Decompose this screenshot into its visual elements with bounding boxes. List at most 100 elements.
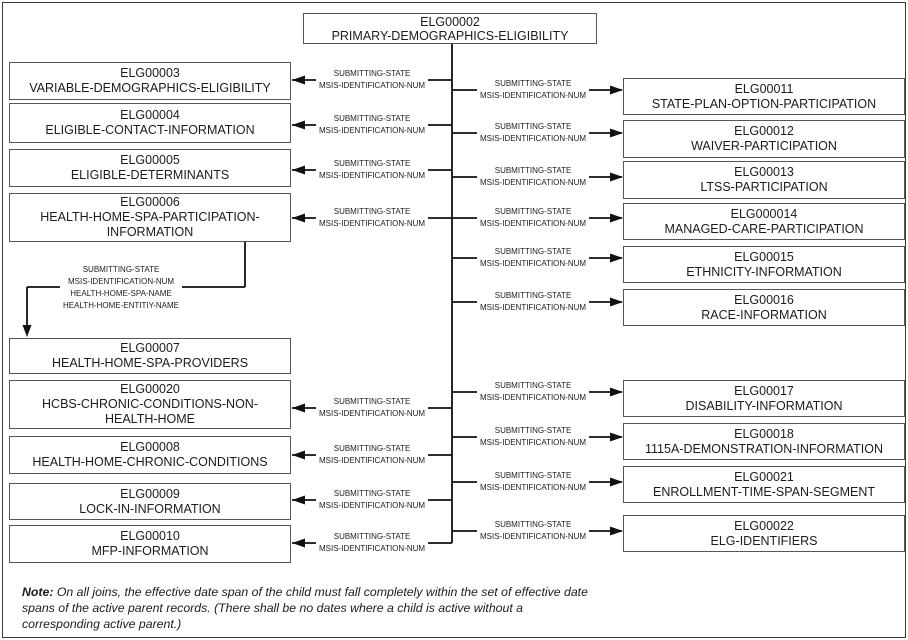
join-key: SUBMITTING-STATE (494, 426, 572, 435)
join-key: MSIS-IDENTIFICATION-NUM (319, 409, 426, 418)
arrowhead-right-icon (610, 85, 623, 95)
node-name: ELG-IDENTIFIERS (710, 533, 818, 548)
node-code: ELG00007 (120, 341, 180, 355)
join-key: MSIS-IDENTIFICATION-NUM (480, 259, 587, 268)
join-key: HEALTH-HOME-SPA-NAME (70, 289, 172, 298)
arrowhead-right-icon (610, 387, 623, 397)
node-code: ELG00005 (120, 153, 180, 167)
arrowhead-right-icon (610, 253, 623, 263)
join-key: SUBMITTING-STATE (333, 69, 411, 78)
arrowhead-right-icon (610, 213, 623, 223)
arrowhead-left-icon (292, 165, 305, 175)
join-key: HEALTH-HOME-ENTITIY-NAME (63, 301, 180, 310)
node-code: ELG00015 (734, 249, 794, 264)
join-key: SUBMITTING-STATE (494, 381, 572, 390)
node-name: ENROLLMENT-TIME-SPAN-SEGMENT (652, 484, 875, 499)
node-code: ELG00017 (734, 383, 794, 398)
arrowhead-left-icon (292, 403, 305, 413)
node-name: MANAGED-CARE-PARTICIPATION (664, 221, 864, 236)
node-code: ELG000014 (730, 206, 798, 221)
join-key: MSIS-IDENTIFICATION-NUM (480, 483, 587, 492)
join-key: MSIS-IDENTIFICATION-NUM (480, 134, 587, 143)
node-name: ELIGIBLE-DETERMINANTS (70, 168, 230, 182)
node-name: RACE-INFORMATION (701, 307, 827, 322)
arrowhead-right-icon (610, 526, 623, 536)
node-name: MFP-INFORMATION (91, 544, 209, 558)
node-code: ELG00006 (120, 195, 180, 209)
arrowhead-left-icon (292, 213, 305, 223)
join-label-elg00015: SUBMITTING-STATE MSIS-IDENTIFICATION-NUM (477, 246, 590, 270)
join-key: MSIS-IDENTIFICATION-NUM (480, 393, 587, 402)
node-name: LTSS-PARTICIPATION (700, 180, 828, 194)
node-elg00002: ELG00002 PRIMARY-DEMOGRAPHICS-ELIGIBILIT… (303, 13, 597, 44)
node-name: WAIVER-PARTICIPATION (691, 139, 837, 153)
node-name: STATE-PLAN-OPTION-PARTICIPATION (651, 96, 877, 111)
join-key: MSIS-IDENTIFICATION-NUM (480, 303, 587, 312)
join-key: SUBMITTING-STATE (333, 489, 411, 498)
node-name: 1115A-DEMONSTRATION-INFORMATION (645, 441, 883, 456)
join-key: MSIS-IDENTIFICATION-NUM (319, 456, 426, 465)
arrowhead-left-icon (292, 538, 305, 548)
node-name: VARIABLE-DEMOGRAPHICS-ELIGIBILITY (29, 81, 271, 95)
node-code: ELG00016 (734, 292, 794, 307)
arrowhead-right-icon (610, 128, 623, 138)
join-key: MSIS-IDENTIFICATION-NUM (480, 178, 587, 187)
node-name: HEALTH-HOME-SPA-PARTICIPATION-INFORMATIO… (40, 210, 260, 239)
node-name: ETHNICITY-INFORMATION (686, 264, 842, 279)
join-label-elg00005: SUBMITTING-STATE MSIS-IDENTIFICATION-NUM (316, 158, 429, 182)
join-key: SUBMITTING-STATE (333, 159, 411, 168)
join-label-elg00020: SUBMITTING-STATE MSIS-IDENTIFICATION-NUM (316, 396, 429, 420)
arrowhead-down-icon (22, 325, 32, 337)
node-code: ELG00012 (734, 124, 794, 138)
node-name: HEALTH-HOME-SPA-PROVIDERS (51, 356, 249, 370)
node-name: DISABILITY-INFORMATION (685, 398, 843, 413)
join-key: SUBMITTING-STATE (494, 247, 572, 256)
join-key: MSIS-IDENTIFICATION-NUM (319, 126, 426, 135)
join-key: SUBMITTING-STATE (333, 397, 411, 406)
join-key: SUBMITTING-STATE (494, 122, 572, 131)
join-key: SUBMITTING-STATE (333, 532, 411, 541)
node-code: ELG00013 (734, 165, 794, 179)
arrowhead-left-icon (292, 120, 305, 130)
node-code: ELG00020 (120, 382, 180, 396)
join-key: SUBMITTING-STATE (494, 166, 572, 175)
note-label: Note: (22, 585, 54, 599)
node-code: ELG00003 (120, 66, 180, 80)
join-key: MSIS-IDENTIFICATION-NUM (319, 171, 426, 180)
node-code: ELG00010 (120, 529, 180, 543)
arrowhead-right-icon (610, 477, 623, 487)
node-name: PRIMARY-DEMOGRAPHICS-ELIGIBILITY (331, 28, 569, 43)
join-label-elg00013: SUBMITTING-STATE MSIS-IDENTIFICATION-NUM (477, 165, 590, 189)
join-key: MSIS-IDENTIFICATION-NUM (480, 219, 587, 228)
join-label-elg00017: SUBMITTING-STATE MSIS-IDENTIFICATION-NUM (477, 380, 590, 404)
arrowhead-left-icon (292, 495, 305, 505)
join-label-elg00008: SUBMITTING-STATE MSIS-IDENTIFICATION-NUM (316, 443, 429, 467)
node-name: HEALTH-HOME-CHRONIC-CONDITIONS (32, 455, 268, 469)
node-name: LOCK-IN-INFORMATION (79, 501, 221, 516)
join-key: SUBMITTING-STATE (333, 207, 411, 216)
join-key: SUBMITTING-STATE (333, 444, 411, 453)
join-key: MSIS-IDENTIFICATION-NUM (480, 91, 587, 100)
arrowhead-right-icon (610, 432, 623, 442)
